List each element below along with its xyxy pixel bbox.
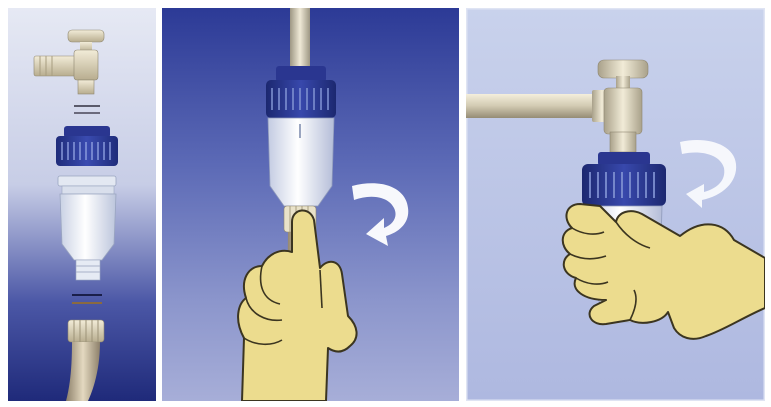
- hose-connector: [68, 320, 104, 342]
- filter-cap: [56, 126, 118, 166]
- screw-on-filter-illustration: [466, 8, 765, 401]
- exploded-assembly-illustration: [8, 8, 156, 401]
- filter-cap: [266, 66, 336, 118]
- panel-step-1: [8, 8, 156, 401]
- wall-pipe: [466, 94, 606, 118]
- panel-step-3: [466, 8, 765, 401]
- pipe: [290, 8, 310, 68]
- attach-hose-illustration: [162, 8, 459, 401]
- panel-step-2: [162, 8, 459, 401]
- filter-bowl: [268, 118, 334, 206]
